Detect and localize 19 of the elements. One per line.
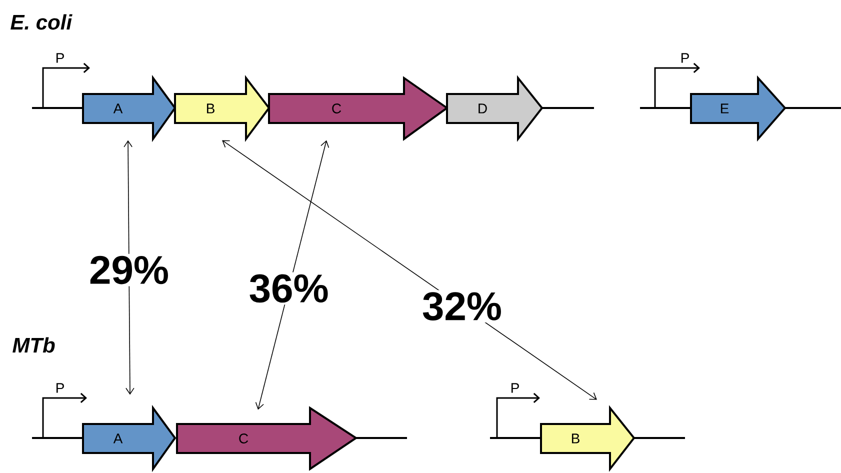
organism-label: MTb <box>12 337 55 353</box>
promoter-label: P <box>511 383 519 393</box>
arrow <box>222 140 597 400</box>
gene-block: B <box>540 405 636 472</box>
gene-block: A <box>82 74 176 142</box>
promoter-label: P <box>56 383 64 393</box>
gene-block: B <box>174 75 270 142</box>
edge-label: 32% <box>422 292 501 321</box>
gene-block: C <box>176 406 358 471</box>
gene-block: E <box>690 75 786 142</box>
gene-block: D <box>446 75 544 142</box>
organism-label: E. coli <box>10 14 72 30</box>
promoter-label: P <box>56 53 64 63</box>
arrow <box>255 140 330 410</box>
edge-label: 29% <box>90 256 168 284</box>
promoter-label: P <box>681 53 689 63</box>
gene-block: A <box>82 404 176 472</box>
edge-label: 36% <box>250 274 328 303</box>
gene-block: C <box>268 76 449 141</box>
